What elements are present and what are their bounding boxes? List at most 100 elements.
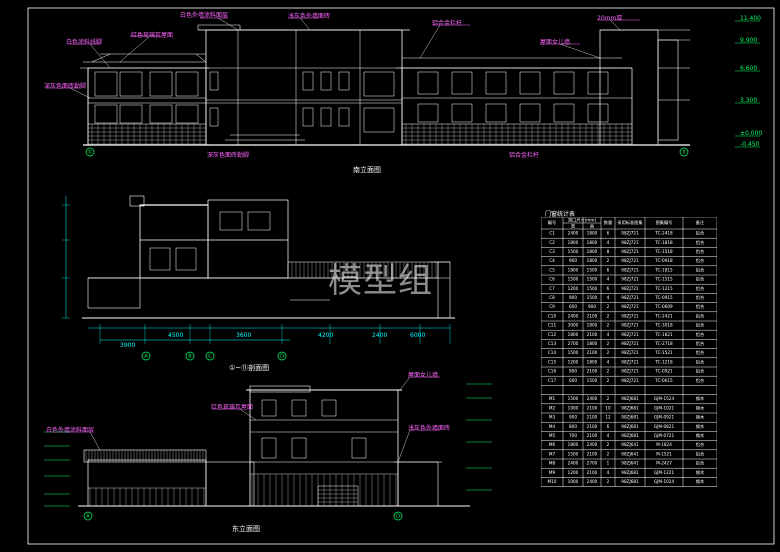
window-center-side-1	[363, 71, 395, 97]
schedule-cell: 1500	[568, 350, 579, 355]
note-railing: 铝合金栏杆	[432, 20, 463, 27]
cad-line	[399, 376, 411, 391]
section-window-2	[247, 211, 271, 231]
schedule-cell: 铝合	[696, 368, 705, 375]
schedule-cell: 3000	[568, 323, 579, 328]
cad-line	[217, 17, 239, 31]
level-mark-ground: ±0.000	[740, 130, 763, 137]
schedule-cell: M7	[549, 451, 556, 456]
schedule-cell: 98ZJ721	[621, 313, 639, 318]
schedule-cell: 900	[569, 369, 577, 374]
schedule-cell: 98ZJ721	[621, 231, 639, 236]
section-axis-label-2: C	[208, 354, 212, 360]
schedule-cell: 铝合	[696, 450, 705, 457]
schedule-cell: 4	[607, 332, 610, 337]
schedule-cell: 1000	[568, 405, 579, 410]
schedule-cell: 2100	[587, 313, 598, 318]
schedule-cell: C13	[548, 341, 557, 346]
schedule-cell: 1800	[587, 231, 598, 236]
left-wing-outline	[87, 67, 207, 146]
schedule-cell: 1	[607, 461, 610, 466]
east-parapet	[249, 385, 311, 393]
schedule-cell: 2400	[568, 231, 579, 236]
schedule-cell: 1800	[587, 323, 598, 328]
window-right-upper-4	[553, 71, 575, 95]
schedule-cell: 钢木	[696, 469, 705, 476]
east-window-1	[261, 399, 277, 417]
east-link	[205, 461, 255, 507]
schedule-cell: TC-1215	[654, 286, 673, 291]
section-window-3	[149, 247, 171, 271]
schedule-cell: 10	[605, 405, 611, 410]
note-wall-paint-east: 白色外墙涂料面层	[46, 427, 95, 434]
schedule-cell: 铝合	[696, 340, 705, 347]
schedule-cell: C11	[548, 323, 557, 328]
cad-line	[239, 408, 257, 421]
schedule-header-cell-5: 图集编号	[656, 219, 673, 226]
schedule-cell: M8	[549, 461, 556, 466]
schedule-cell: 2	[607, 451, 610, 456]
schedule-cell: 4	[607, 470, 610, 475]
schedule-cell: 铝合	[696, 248, 705, 255]
schedule-cell: 铝合	[696, 266, 705, 273]
schedule-cell: M3	[549, 415, 556, 420]
schedule-cell: 铝合	[696, 441, 705, 448]
right-tower-bay	[657, 39, 679, 141]
east-window-2	[291, 399, 307, 417]
schedule-cell: 2	[607, 350, 610, 355]
cad-line	[299, 17, 311, 31]
schedule-cell: C12	[548, 332, 557, 337]
schedule-cell: 98ZJ681	[621, 424, 639, 429]
section-axis-3	[277, 351, 287, 361]
schedule-cell: 1800	[587, 240, 598, 245]
schedule-cell: C16	[548, 369, 557, 374]
schedule-cell: M4	[549, 424, 556, 429]
schedule-cell: M-2427	[656, 461, 672, 466]
schedule-cell: 1800	[587, 359, 598, 364]
schedule-cell: 铝合	[696, 294, 705, 301]
schedule-title: 门窗统计表	[545, 211, 576, 218]
schedule-cell: 98ZJ681	[621, 415, 639, 420]
schedule-cell: 2	[607, 396, 610, 401]
note-trim: 白色涂料线脚	[66, 39, 103, 46]
schedule-cell: 1800	[568, 267, 579, 272]
schedule-cell: 2100	[587, 470, 598, 475]
schedule-cell: 98ZJ721	[621, 359, 639, 364]
schedule-cell: 铝合	[696, 312, 705, 319]
right-tower	[599, 29, 659, 146]
note-face-brick: 浅灰色外墙面砖	[288, 13, 331, 20]
schedule-cell: GJM-1021	[654, 405, 675, 410]
schedule-cell: 98ZJ721	[621, 323, 639, 328]
schedule-cell: 钢木	[696, 423, 705, 430]
east-axis-D	[393, 511, 403, 521]
schedule-cell: C7	[549, 286, 555, 291]
schedule-cell: 98ZJ681	[621, 405, 639, 410]
schedule-cell: C15	[548, 359, 557, 364]
schedule-cell: 98ZJ681	[621, 470, 639, 475]
cad-line	[89, 43, 111, 69]
window-left-1	[119, 104, 143, 124]
cad-line	[397, 429, 411, 463]
schedule-cell: 2100	[587, 405, 598, 410]
schedule-cell: 600	[569, 304, 577, 309]
dim-2: 4500	[168, 332, 184, 339]
schedule-cell: 4	[607, 433, 610, 438]
cad-line	[609, 19, 621, 31]
schedule-cell: 1200	[568, 286, 579, 291]
dim-5: 2400	[372, 332, 388, 339]
schedule-cell: 4	[607, 240, 610, 245]
schedule-cell: 铝合	[696, 322, 705, 329]
schedule-cell: TC-1815	[654, 267, 673, 272]
schedule-cell: 12	[605, 415, 611, 420]
south-elevation-title: 南立面图	[353, 166, 381, 174]
schedule-cell: 钢木	[696, 414, 705, 421]
section-axis-1	[185, 351, 195, 361]
cad-line	[195, 53, 207, 63]
schedule-cell: TC-0609	[654, 304, 673, 309]
schedule-cell: 铝合	[696, 257, 705, 264]
window-right-upper-0	[417, 71, 439, 95]
schedule-cell: 2100	[587, 451, 598, 456]
schedule-cell: 98ZJ721	[621, 249, 639, 254]
schedule-cell: 2	[607, 378, 610, 383]
window-right-4	[553, 103, 575, 123]
